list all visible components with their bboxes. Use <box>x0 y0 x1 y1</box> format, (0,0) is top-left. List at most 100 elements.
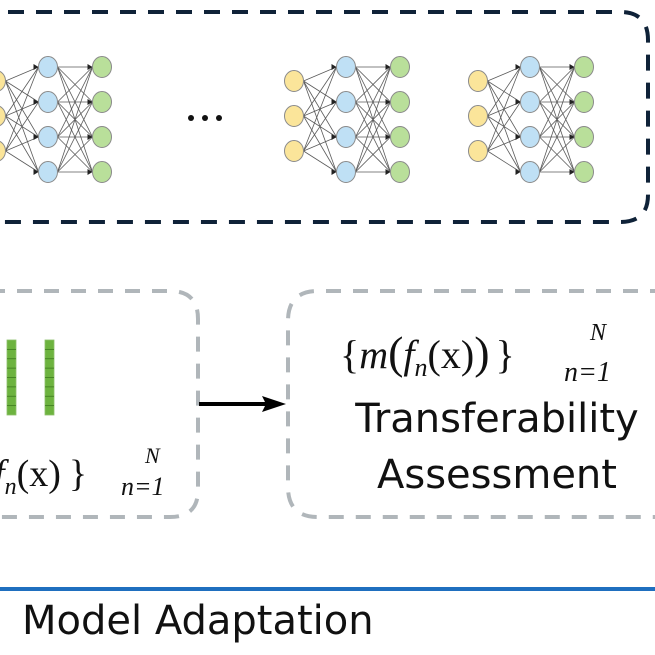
edge-arrowhead-icon <box>569 64 575 70</box>
edge-arrowhead-icon <box>331 169 337 175</box>
network-edge <box>487 66 521 82</box>
arrow-head-icon <box>262 396 286 412</box>
formula-f: f <box>0 453 9 495</box>
formula-sub-range: n=1 <box>121 472 165 501</box>
output-node <box>390 91 410 113</box>
edge-arrowhead-icon <box>385 169 391 175</box>
hidden-node <box>38 126 58 148</box>
ellipsis-dot <box>202 115 208 121</box>
network-edge <box>303 101 337 152</box>
input-node <box>468 70 488 92</box>
formula-sub-range: n=1 <box>564 357 611 388</box>
edge-arrowhead-icon <box>33 169 39 175</box>
features-formula: fn(x)} <box>0 453 87 500</box>
hidden-node <box>336 91 356 113</box>
network-edge <box>487 150 521 173</box>
assessment-panel: {m(fn(x))} N n=1 Transferability Assessm… <box>286 289 655 519</box>
ellipsis-dot <box>188 115 194 121</box>
network-edge <box>5 66 39 152</box>
output-node <box>390 126 410 148</box>
network-edge <box>355 136 391 173</box>
output-node <box>92 91 112 113</box>
network-edge <box>57 101 93 173</box>
formula-arg: (x) <box>428 332 475 377</box>
input-node <box>468 140 488 162</box>
edge-arrowhead-icon <box>569 134 575 140</box>
edge-arrowhead-icon <box>331 134 337 140</box>
network-edge <box>5 150 39 173</box>
neural-network <box>0 56 112 183</box>
edge-arrowhead-icon <box>385 99 391 105</box>
network-edge <box>57 136 93 173</box>
flow-arrow <box>199 396 286 412</box>
edge-arrowhead-icon <box>385 134 391 140</box>
assessment-formula: {m(fn(x))} <box>340 327 515 382</box>
assessment-panel-border <box>286 289 655 519</box>
input-node <box>0 140 6 162</box>
input-node <box>468 105 488 127</box>
network-edge <box>5 101 39 152</box>
network-edge <box>355 66 391 138</box>
output-node <box>92 161 112 183</box>
footer-title: Model Adaptation <box>22 598 374 644</box>
hidden-node <box>520 126 540 148</box>
neural-network <box>284 56 410 183</box>
formula-sup: N <box>144 443 161 468</box>
edge-arrowhead-icon <box>515 169 521 175</box>
network-edge <box>303 66 337 117</box>
network-edge <box>487 101 521 152</box>
network-edge <box>487 66 521 117</box>
edge-arrowhead-icon <box>569 169 575 175</box>
models-panel <box>0 10 650 224</box>
formula-paren-close: ) <box>474 327 489 378</box>
output-node <box>574 161 594 183</box>
formula-open-brace: { <box>340 332 359 377</box>
edge-arrowhead-icon <box>87 64 93 70</box>
output-node <box>574 91 594 113</box>
edge-arrowhead-icon <box>515 99 521 105</box>
output-node <box>390 56 410 78</box>
input-node <box>284 140 304 162</box>
output-node <box>574 56 594 78</box>
input-node <box>0 70 6 92</box>
edge-arrowhead-icon <box>569 99 575 105</box>
network-edge <box>539 101 575 173</box>
hidden-node <box>38 91 58 113</box>
hidden-node <box>38 161 58 183</box>
input-node <box>284 70 304 92</box>
network-edge <box>57 66 93 138</box>
network-edge <box>5 66 39 117</box>
formula-close-brace: } <box>69 453 87 495</box>
edge-arrowhead-icon <box>87 134 93 140</box>
neural-network <box>468 56 594 183</box>
hidden-node <box>520 91 540 113</box>
input-node <box>284 105 304 127</box>
output-node <box>92 56 112 78</box>
edge-arrowhead-icon <box>87 169 93 175</box>
output-node <box>390 161 410 183</box>
feature-vector-bar <box>6 339 17 416</box>
hidden-node <box>520 56 540 78</box>
network-edge <box>539 66 575 173</box>
edge-arrowhead-icon <box>33 99 39 105</box>
formula-arg: (x) <box>17 453 61 495</box>
features-panel: fn(x)} N n=1 <box>0 289 200 519</box>
network-edge <box>5 66 39 82</box>
network-edge <box>539 136 575 173</box>
hidden-node <box>336 126 356 148</box>
network-edge <box>355 66 391 173</box>
network-edge <box>539 66 575 138</box>
input-node <box>0 105 6 127</box>
formula-m: m <box>359 332 388 377</box>
ellipsis <box>188 115 222 121</box>
hidden-node <box>336 56 356 78</box>
ellipsis-dot <box>216 115 222 121</box>
feature-vector-bar <box>44 339 55 416</box>
formula-sup: N <box>589 320 608 346</box>
network-edge <box>303 66 337 82</box>
edge-arrowhead-icon <box>33 134 39 140</box>
edge-arrowhead-icon <box>33 64 39 70</box>
network-edge <box>487 66 521 152</box>
hidden-node <box>38 56 58 78</box>
